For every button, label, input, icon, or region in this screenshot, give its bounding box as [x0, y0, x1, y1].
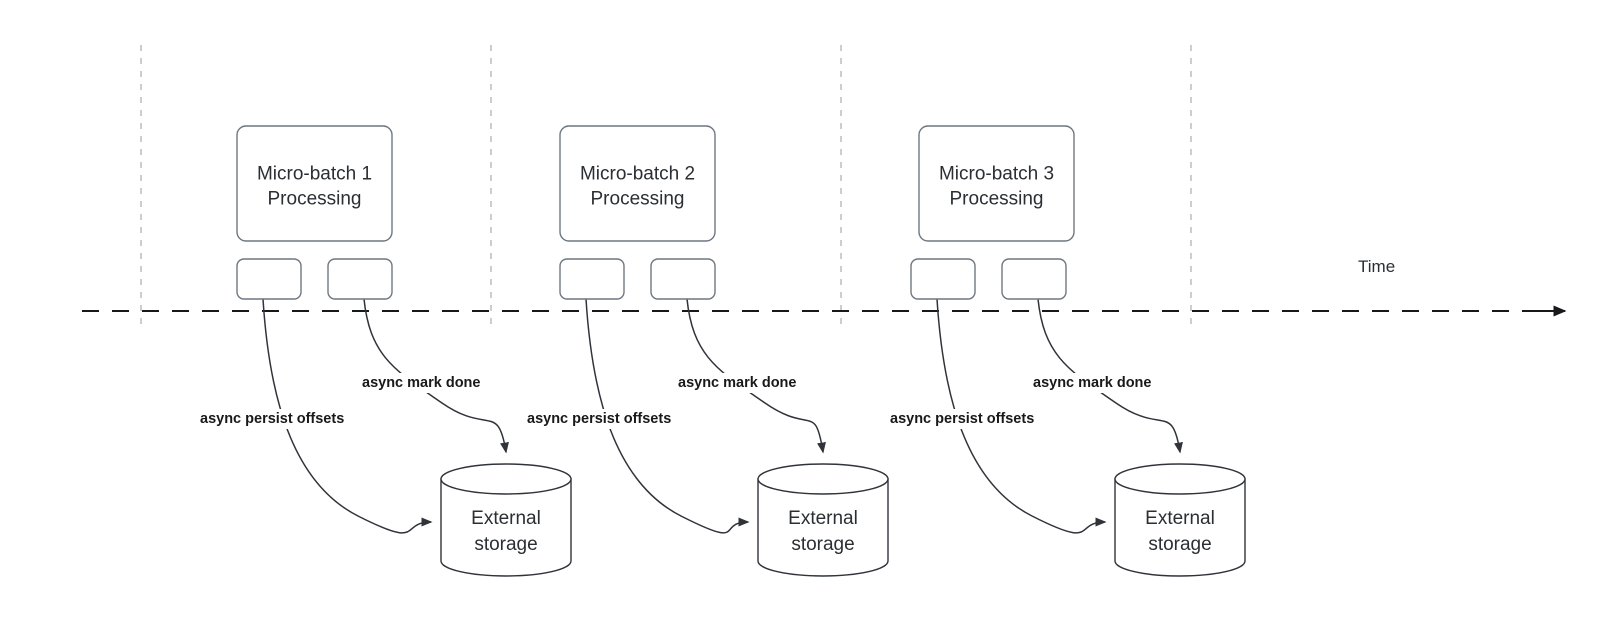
async-flow-edges [262, 298, 1183, 534]
async-mark-done-label-backdrop-1 [358, 373, 485, 393]
async-persist-offsets-label-1: async persist offsets [200, 411, 344, 427]
mark-done-task-2[interactable] [650, 258, 716, 300]
async-persist-offsets-label-backdrop-3 [886, 409, 1039, 429]
micro-batch-box-1[interactable] [236, 125, 393, 242]
micro-batch-label-line1-2: Micro-batch 2 [580, 164, 695, 185]
micro-batch-box-3[interactable] [918, 125, 1075, 242]
async-persist-offsets-label-3: async persist offsets [890, 411, 1034, 427]
batch-boundary-lines [140, 45, 1192, 330]
external-storage-label-line1-2: External [788, 508, 858, 529]
async-mark-done-label-3: async mark done [1033, 375, 1151, 391]
persist-offsets-task-3[interactable] [910, 258, 976, 300]
micro-batch-label-line1-1: Micro-batch 1 [257, 164, 372, 185]
external-storage-top-1 [440, 463, 572, 495]
mark-done-task-3[interactable] [1001, 258, 1067, 300]
external-storage-label-line2-1: storage [474, 534, 537, 555]
external-storage-label-line2-3: storage [1148, 534, 1211, 555]
async-mark-done-label-backdrop-2 [674, 373, 801, 393]
external-storage-body-2[interactable] [757, 478, 889, 577]
async-mark-done-edge-2 [686, 298, 826, 454]
micro-batch-label-line2-2: Processing [591, 189, 685, 210]
external-storage-label-line1-3: External [1145, 508, 1215, 529]
async-mark-done-label-2: async mark done [678, 375, 796, 391]
async-persist-offsets-label-backdrop-1 [196, 409, 349, 429]
edge-labels: async persist offsets async mark done asyn… [196, 373, 1156, 429]
micro-batch-label-line2-1: Processing [268, 189, 362, 210]
async-persist-offsets-label-backdrop-2 [523, 409, 676, 429]
async-persist-offsets-label-2: async persist offsets [527, 411, 671, 427]
async-persist-offsets-edge-3 [936, 298, 1107, 534]
micro-batch-label-line1-3: Micro-batch 3 [939, 164, 1054, 185]
external-storage-label-line2-2: storage [791, 534, 854, 555]
micro-batch-box-2[interactable] [559, 125, 716, 242]
time-axis: Time [82, 257, 1567, 317]
async-mark-done-edge-1 [363, 298, 509, 454]
micro-batch-label-line2-3: Processing [950, 189, 1044, 210]
async-persist-offsets-edge-1 [262, 298, 433, 534]
async-mark-done-edge-3 [1037, 298, 1183, 454]
external-storage-body-1[interactable] [440, 478, 572, 577]
external-storage-top-3 [1114, 463, 1246, 495]
persist-offsets-task-2[interactable] [559, 258, 625, 300]
external-storage-label-line1-1: External [471, 508, 541, 529]
mark-done-task-1[interactable] [327, 258, 393, 300]
async-mark-done-label-1: async mark done [362, 375, 480, 391]
async-mark-done-label-backdrop-3 [1029, 373, 1156, 393]
external-storage-body-3[interactable] [1114, 478, 1246, 577]
time-axis-label: Time [1358, 257, 1395, 276]
persist-offsets-task-1[interactable] [236, 258, 302, 300]
async-persist-offsets-edge-2 [585, 298, 750, 534]
external-storage-top-2 [757, 463, 889, 495]
